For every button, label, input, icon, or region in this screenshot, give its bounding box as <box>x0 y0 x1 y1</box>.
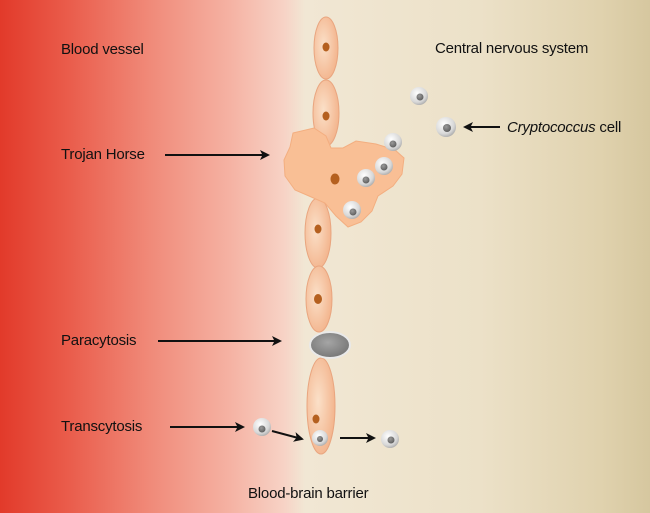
label-cell-suffix: cell <box>595 119 622 136</box>
yeast-cell <box>384 133 402 151</box>
label-trojan-horse: Trojan Horse <box>61 146 145 163</box>
label-transcytosis: Transcytosis <box>61 418 143 435</box>
label-cryptococcus-cell: Cryptococcus cell <box>507 119 621 136</box>
label-paracytosis: Paracytosis <box>61 332 137 349</box>
macrophage-trojan-horse <box>283 127 405 228</box>
endothelial-cell <box>306 357 336 455</box>
label-cryptococcus-species: Cryptococcus <box>507 119 596 136</box>
yeast-cell <box>357 169 375 187</box>
label-blood-vessel: Blood vessel <box>61 41 144 58</box>
yeast-cell <box>312 430 328 446</box>
nucleus <box>314 224 322 234</box>
arrow-transcytosis-enter <box>271 430 304 442</box>
nucleus <box>330 173 340 185</box>
paracytosis-cell <box>309 331 351 359</box>
yeast-cell <box>375 157 393 175</box>
yeast-cell <box>253 418 271 436</box>
cryptococcus-cells <box>253 87 456 448</box>
yeast-cell <box>343 201 361 219</box>
arrows <box>158 122 500 443</box>
yeast-cell <box>410 87 428 105</box>
nucleus <box>314 294 322 304</box>
nucleus <box>322 42 330 52</box>
nucleus <box>312 414 320 424</box>
yeast-cell <box>436 117 456 137</box>
endothelial-cell-column <box>304 16 340 455</box>
label-blood-brain-barrier: Blood-brain barrier <box>248 485 369 502</box>
nucleus <box>322 111 330 121</box>
yeast-cell <box>381 430 399 448</box>
label-central-nervous-system: Central nervous system <box>435 40 589 57</box>
